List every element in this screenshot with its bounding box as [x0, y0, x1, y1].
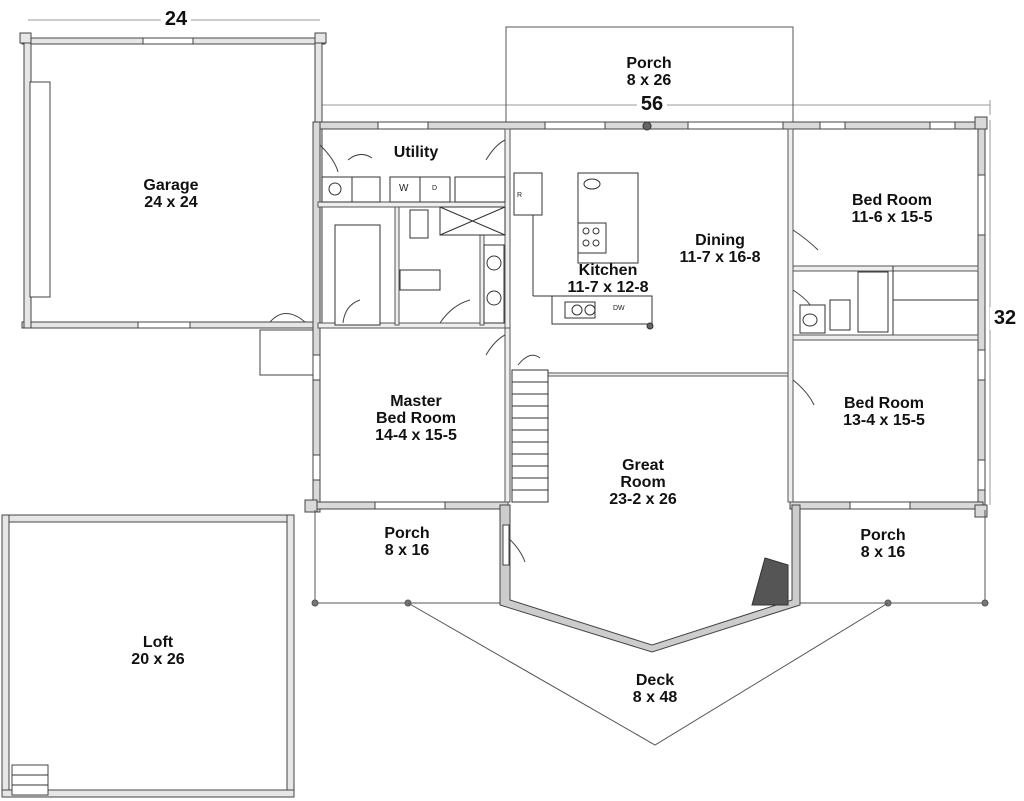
label-porch-right: Porch 8 x 16 — [860, 527, 906, 561]
stairs — [511, 369, 549, 503]
label-great-room: Great Room 23-2 x 26 — [609, 457, 677, 508]
garage-stoop — [259, 329, 316, 376]
dw-tag: DW — [613, 305, 625, 312]
washer-tag: W — [399, 183, 409, 194]
deck-outline — [407, 602, 889, 746]
fireplace — [751, 557, 789, 606]
dim-house-width: 56 — [636, 93, 668, 116]
ref-tag: R — [517, 192, 523, 199]
label-loft: Loft 20 x 26 — [131, 634, 185, 668]
garage-door — [29, 81, 51, 298]
loft-outline — [1, 514, 295, 798]
dryer-tag: D — [432, 185, 438, 192]
label-garage: Garage 24 x 24 — [143, 177, 199, 211]
label-utility: Utility — [393, 144, 439, 161]
dim-house-depth: 32 — [989, 307, 1021, 330]
kitchen-fixtures — [513, 172, 654, 330]
label-kitchen: Kitchen 11-7 x 12-8 — [567, 262, 649, 296]
label-deck: Deck 8 x 48 — [632, 672, 678, 706]
label-master: Master Bed Room 14-4 x 15-5 — [375, 393, 457, 444]
label-bed1: Bed Room 11-6 x 15-5 — [851, 192, 933, 226]
great-room-bay — [499, 504, 801, 653]
label-porch-left: Porch 8 x 16 — [384, 525, 430, 559]
dim-garage-width: 24 — [160, 8, 192, 31]
label-dining: Dining 11-7 x 16-8 — [679, 232, 761, 266]
label-bed2: Bed Room 13-4 x 15-5 — [843, 395, 925, 429]
front-porches — [311, 510, 989, 607]
bath-fixtures — [799, 266, 978, 335]
label-porch-back: Porch 8 x 26 — [626, 55, 672, 89]
utility-fixtures — [321, 176, 506, 326]
